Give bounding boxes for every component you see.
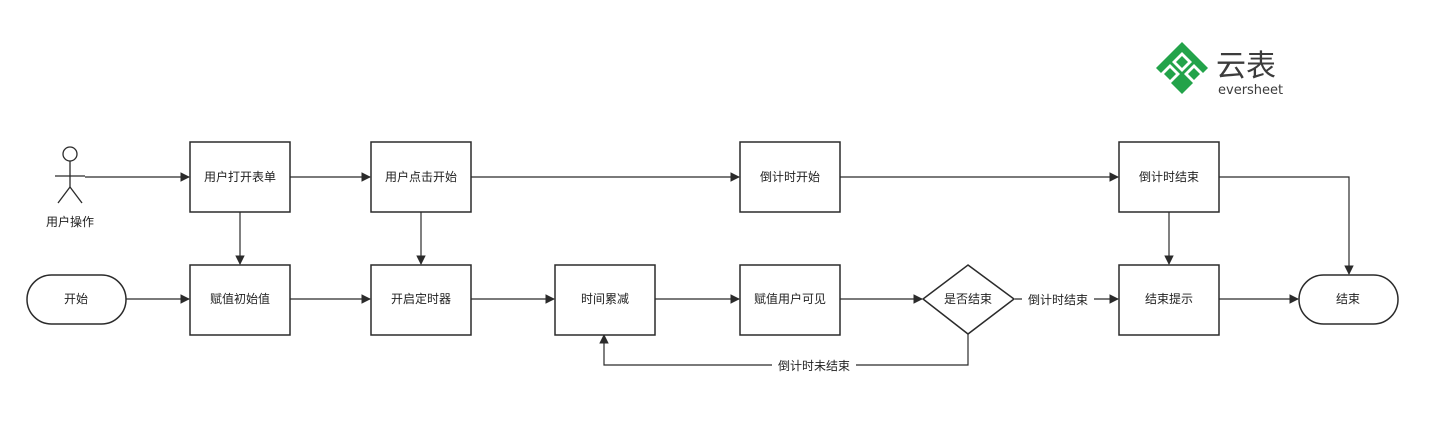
actor-label: 用户操作 bbox=[46, 214, 94, 229]
node-open-form-label: 用户打开表单 bbox=[204, 169, 276, 184]
node-countdown-end: 倒计时结束 bbox=[1118, 141, 1220, 213]
edge-countdown-end-to-end bbox=[1219, 176, 1354, 275]
node-is-finished-label: 是否结束 bbox=[944, 292, 992, 306]
node-countdown-end-label: 倒计时结束 bbox=[1139, 170, 1199, 184]
node-assign-visible: 赋值用户可见 bbox=[739, 264, 841, 336]
edge-label-finished: 倒计时结束 bbox=[1022, 291, 1094, 308]
logo-subtitle: eversheet bbox=[1218, 83, 1283, 98]
logo-name: 云表 bbox=[1216, 49, 1276, 84]
node-click-start: 用户点击开始 bbox=[370, 141, 472, 213]
node-start-label: 开始 bbox=[64, 292, 88, 306]
edge-label-not-finished-text: 倒计时未结束 bbox=[778, 359, 850, 373]
node-time-decrement: 时间累减 bbox=[554, 264, 656, 336]
node-is-finished-decision: 是否结束 bbox=[921, 264, 1016, 335]
node-start: 开始 bbox=[26, 274, 127, 325]
node-end-prompt: 结束提示 bbox=[1118, 264, 1220, 336]
node-assign-initial: 赋值初始值 bbox=[189, 264, 291, 336]
edge-label-not-finished: 倒计时未结束 bbox=[772, 357, 856, 374]
node-end-prompt-label: 结束提示 bbox=[1145, 291, 1193, 306]
node-assign-visible-label: 赋值用户可见 bbox=[754, 291, 826, 306]
node-click-start-label: 用户点击开始 bbox=[385, 169, 457, 184]
node-end-label: 结束 bbox=[1336, 292, 1360, 306]
node-end: 结束 bbox=[1298, 274, 1399, 325]
node-time-decrement-label: 时间累减 bbox=[581, 292, 629, 306]
node-countdown-start-label: 倒计时开始 bbox=[760, 170, 820, 184]
node-start-timer: 开启定时器 bbox=[370, 264, 472, 336]
logo-mark-icon bbox=[1156, 42, 1208, 94]
user-actor: 用户操作 bbox=[46, 146, 94, 229]
actor-head-icon bbox=[62, 146, 78, 162]
node-start-timer-label: 开启定时器 bbox=[391, 291, 451, 306]
node-countdown-start: 倒计时开始 bbox=[739, 141, 841, 213]
edge-label-finished-text: 倒计时结束 bbox=[1028, 293, 1088, 307]
eversheet-logo: 云表 eversheet bbox=[1156, 42, 1283, 98]
node-assign-initial-label: 赋值初始值 bbox=[210, 291, 270, 306]
node-open-form: 用户打开表单 bbox=[189, 141, 291, 213]
